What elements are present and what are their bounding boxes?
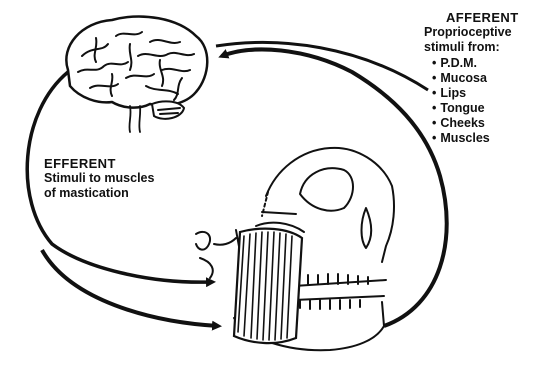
- afferent-line-2: stimuli from:: [424, 40, 519, 55]
- source-item: Lips: [432, 86, 519, 101]
- masseter-muscle-icon: [234, 229, 302, 343]
- afferent-heading: AFFERENT: [424, 10, 519, 25]
- afferent-line-1: Proprioceptive: [424, 25, 519, 40]
- source-item: P.D.M.: [432, 56, 519, 71]
- efferent-line-1: Stimuli to muscles: [44, 171, 154, 186]
- brain-icon: [66, 17, 207, 132]
- afferent-source-list: P.D.M. Mucosa Lips Tongue Cheeks Muscles: [424, 56, 519, 146]
- source-item: Tongue: [432, 101, 519, 116]
- efferent-line-2: of mastication: [44, 186, 154, 201]
- efferent-heading: EFFERENT: [44, 156, 154, 171]
- ear-icon: [196, 232, 236, 278]
- source-item: Muscles: [432, 131, 519, 146]
- afferent-label: AFFERENT Proprioceptive stimuli from: P.…: [424, 10, 519, 146]
- source-item: Mucosa: [432, 71, 519, 86]
- efferent-arc-lower: [42, 250, 218, 326]
- efferent-label: EFFERENT Stimuli to muscles of masticati…: [44, 156, 154, 201]
- source-item: Cheeks: [432, 116, 519, 131]
